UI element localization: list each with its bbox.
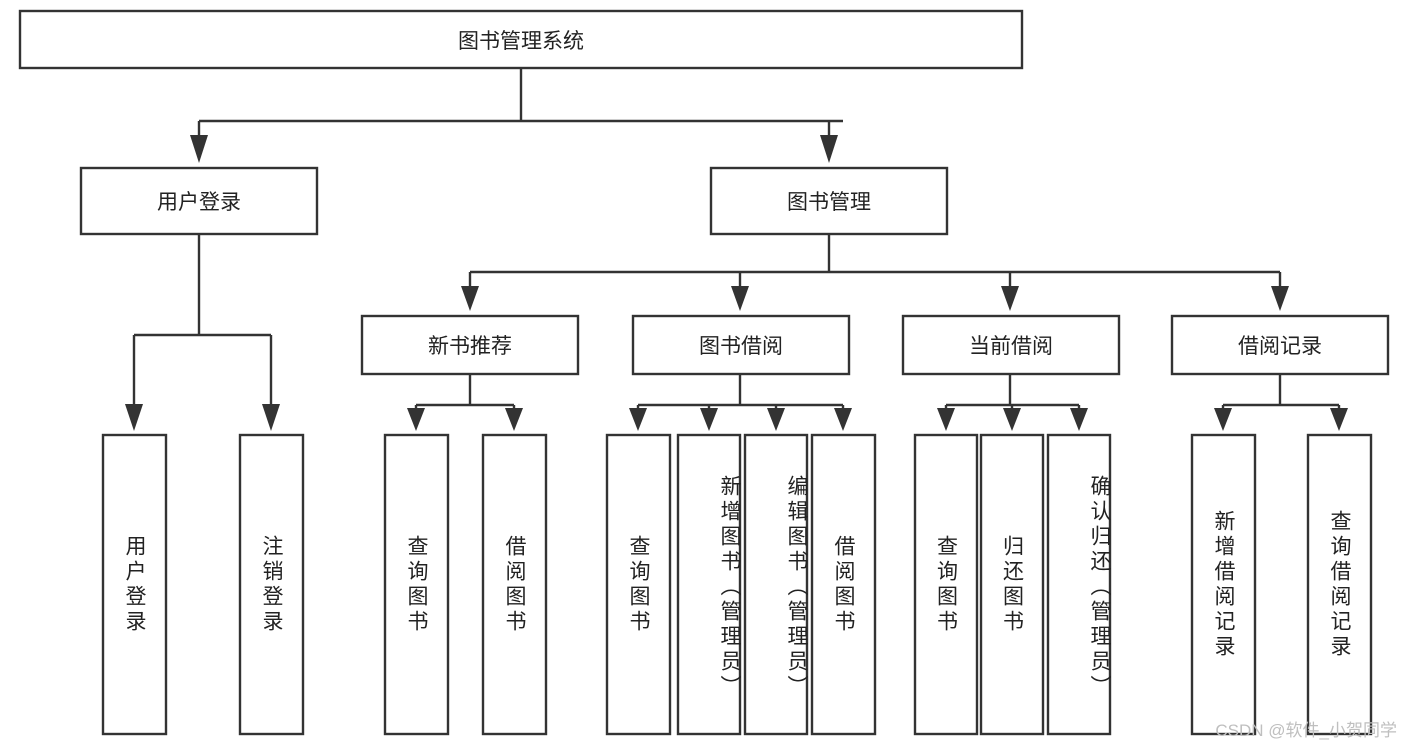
arrow-to-book-borrow — [731, 286, 749, 311]
node-user-login[interactable] — [79, 166, 319, 236]
arrow-to-leaf-return-book — [1003, 408, 1021, 431]
arrow-root-to-user-login — [190, 135, 208, 163]
node-borrow-record[interactable] — [1170, 314, 1390, 376]
arrow-to-leaf-confirm-return — [1070, 408, 1088, 431]
arrow-to-new-book-recommend — [461, 286, 479, 311]
arrow-root-to-book-management — [820, 135, 838, 163]
arrow-to-leaf-add-record — [1214, 408, 1232, 431]
node-leaf-add-book[interactable] — [676, 433, 742, 736]
node-leaf-add-record[interactable] — [1190, 433, 1257, 736]
node-leaf-query-book-borrow[interactable] — [605, 433, 672, 736]
arrow-to-leaf-borrow-book-rec — [505, 408, 523, 431]
arrow-to-leaf-add-book — [700, 408, 718, 431]
node-new-book-recommend[interactable] — [360, 314, 580, 376]
arrow-to-leaf-edit-book — [767, 408, 785, 431]
arrow-to-leaf-borrow-book — [834, 408, 852, 431]
node-leaf-logout[interactable] — [238, 433, 305, 736]
node-leaf-query-book-current[interactable] — [913, 433, 979, 736]
node-leaf-query-record[interactable] — [1306, 433, 1373, 736]
arrow-to-leaf-query-book-current — [937, 408, 955, 431]
node-leaf-edit-book[interactable] — [743, 433, 809, 736]
arrow-to-current-borrow — [1001, 286, 1019, 311]
arrow-to-leaf-logout — [262, 404, 280, 431]
node-leaf-user-login[interactable] — [101, 433, 168, 736]
node-current-borrow[interactable] — [901, 314, 1121, 376]
node-root[interactable] — [18, 9, 1024, 70]
node-book-management[interactable] — [709, 166, 949, 236]
node-leaf-borrow-book[interactable] — [810, 433, 877, 736]
node-book-borrow[interactable] — [631, 314, 851, 376]
connector-layer — [125, 68, 1348, 431]
arrow-to-leaf-query-book-borrow — [629, 408, 647, 431]
node-leaf-borrow-book-rec[interactable] — [481, 433, 548, 736]
arrow-to-leaf-query-book-rec — [407, 408, 425, 431]
node-leaf-query-book-rec[interactable] — [383, 433, 450, 736]
node-leaf-return-book[interactable] — [979, 433, 1045, 736]
node-box-layer — [18, 9, 1390, 736]
arrow-to-leaf-user-login — [125, 404, 143, 431]
arrow-to-borrow-record — [1271, 286, 1289, 311]
arrow-to-leaf-query-record — [1330, 408, 1348, 431]
node-leaf-confirm-return[interactable] — [1046, 433, 1112, 736]
